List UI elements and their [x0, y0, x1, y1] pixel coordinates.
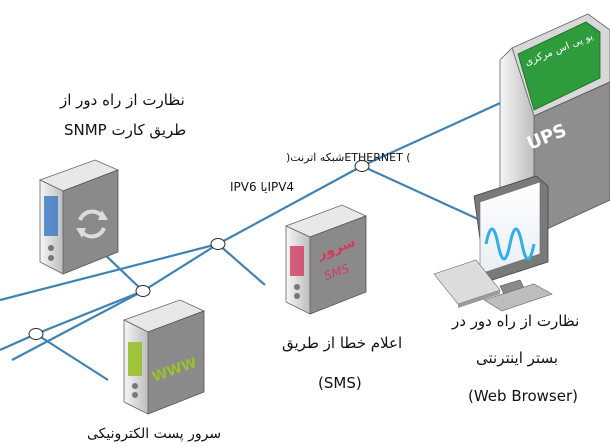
- mail-server-icon: WWW: [122, 299, 206, 415]
- ethernet-label-line1: ) ETHERNETشبکه اترنت(: [286, 151, 411, 164]
- node-snmp: [135, 285, 151, 297]
- sms-label-line1: اعلام خطا از طریق: [282, 334, 403, 352]
- snmp-server-icon: [38, 159, 120, 275]
- ethernet-label-line2: IPV6 یاIPV4: [230, 180, 295, 194]
- monitor-link: [361, 164, 481, 222]
- lower-link: [0, 289, 144, 352]
- node-ethernet: [354, 160, 370, 172]
- snmp-label-line2: طریق کارت SNMP: [64, 121, 187, 139]
- web-label-line3: (Web Browser): [468, 387, 578, 405]
- sms-server-icon: سرور SMS: [284, 204, 368, 315]
- snmp-label-line1: نظارت از راه دور از: [60, 91, 185, 109]
- node-mail: [28, 328, 44, 340]
- node-sms: [210, 238, 226, 250]
- monitor-wave: [484, 227, 536, 261]
- network-nodes: [28, 160, 370, 340]
- sync-icon: [76, 209, 108, 239]
- sms-label-line2: (SMS): [318, 374, 362, 392]
- monitor-icon: [473, 175, 553, 312]
- ups-panel: [517, 21, 601, 111]
- keyboard-icon: [433, 259, 501, 308]
- sms-link: [217, 243, 266, 286]
- web-label-line2: بستر اینترنتی: [476, 349, 559, 367]
- mail-link: [35, 333, 109, 381]
- web-label-line1: نظارت از راه دور در: [452, 312, 580, 330]
- mail-label-line1: سرور پست الکترونیکی: [87, 426, 222, 442]
- snmp-link: [99, 249, 144, 292]
- backbone-link: [0, 92, 521, 302]
